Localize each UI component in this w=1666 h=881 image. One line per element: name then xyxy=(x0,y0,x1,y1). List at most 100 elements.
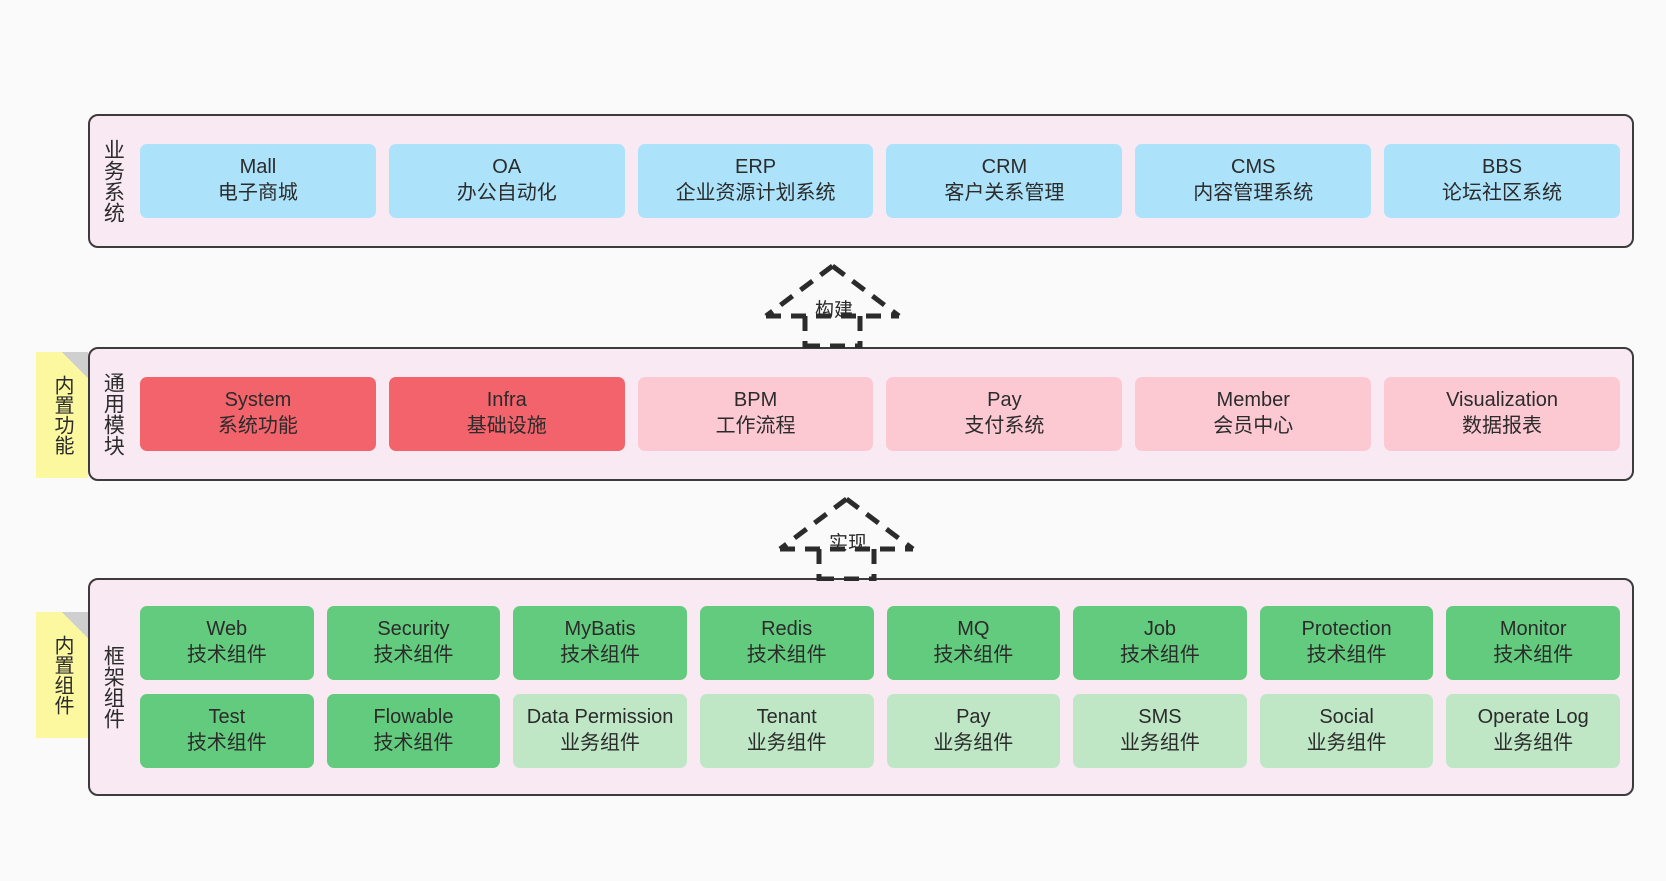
card-flowable[interactable]: Flowable 技术组件 xyxy=(326,694,501,768)
card-oa[interactable]: OA 办公自动化 xyxy=(388,144,625,218)
card-subtitle: 技术组件 xyxy=(373,732,454,754)
card-subtitle: 技术组件 xyxy=(373,644,454,666)
card-subtitle: 业务组件 xyxy=(1493,732,1574,754)
connector-build-stem xyxy=(802,316,863,348)
card-title: Flowable xyxy=(373,706,454,729)
card-title: Mall xyxy=(239,156,277,179)
card-mybatis[interactable]: MyBatis 技术组件 xyxy=(513,606,687,680)
card-title: CRM xyxy=(981,156,1028,179)
card-subtitle: 办公自动化 xyxy=(456,182,557,204)
card-redis[interactable]: Redis 技术组件 xyxy=(699,606,874,680)
card-title: ERP xyxy=(735,156,777,179)
card-bpm[interactable]: BPM 工作流程 xyxy=(637,377,874,451)
card-tenant[interactable]: Tenant 业务组件 xyxy=(699,694,874,768)
layer-framework-components: 框架组件 Web 技术组件 Security 技术组件 MyBatis 技术组件… xyxy=(88,578,1634,796)
layer-title-framework-components: 框架组件 xyxy=(101,645,125,729)
card-grid: Web 技术组件 Security 技术组件 MyBatis 技术组件 Redi… xyxy=(140,606,1620,768)
card-subtitle: 内容管理系统 xyxy=(1193,182,1314,204)
layer-body-business-systems: Mall 电子商城 OA 办公自动化 ERP 企业资源计划系统 CRM 客户关系… xyxy=(134,116,1632,246)
layer-title-business-systems: 业务系统 xyxy=(101,139,125,223)
card-subtitle: 技术组件 xyxy=(1306,644,1387,666)
card-subtitle: 业务组件 xyxy=(746,732,827,754)
card-subtitle: 支付系统 xyxy=(964,415,1045,437)
card-title: Web xyxy=(206,618,248,641)
card-title: Social xyxy=(1319,706,1374,729)
card-crm[interactable]: CRM 客户关系管理 xyxy=(886,144,1123,218)
card-title: Member xyxy=(1216,389,1290,412)
card-protection[interactable]: Protection 技术组件 xyxy=(1259,606,1434,680)
card-row: System 系统功能 Infra 基础设施 BPM 工作流程 Pay 支付系统… xyxy=(140,377,1620,451)
card-title: BPM xyxy=(733,389,778,412)
card-title: MQ xyxy=(957,618,990,641)
card-subtitle: 基础设施 xyxy=(466,415,547,437)
note-builtin-features: 内置功能 xyxy=(36,352,88,478)
card-title: Infra xyxy=(486,389,527,412)
card-mall[interactable]: Mall 电子商城 xyxy=(140,144,376,218)
layer-common-modules: 通用模块 System 系统功能 Infra 基础设施 BPM 工作流程 Pay… xyxy=(88,347,1634,481)
card-row-business: Test 技术组件 Flowable 技术组件 Data Permission … xyxy=(140,694,1620,768)
layer-body-common-modules: System 系统功能 Infra 基础设施 BPM 工作流程 Pay 支付系统… xyxy=(134,349,1632,479)
note-builtin-components: 内置组件 xyxy=(36,612,88,738)
card-subtitle: 技术组件 xyxy=(1119,644,1200,666)
card-subtitle: 技术组件 xyxy=(560,644,641,666)
card-subtitle: 会员中心 xyxy=(1213,415,1294,437)
layer-title-common-modules: 通用模块 xyxy=(101,372,125,456)
card-title: Redis xyxy=(761,618,813,641)
card-cms[interactable]: CMS 内容管理系统 xyxy=(1135,144,1372,218)
note-label: 内置组件 xyxy=(51,635,73,715)
card-title: Pay xyxy=(956,706,991,729)
card-subtitle: 业务组件 xyxy=(1306,732,1387,754)
card-title: BBS xyxy=(1482,156,1523,179)
card-title: Operate Log xyxy=(1477,706,1589,729)
card-visualization[interactable]: Visualization 数据报表 xyxy=(1384,377,1620,451)
card-pay[interactable]: Pay 支付系统 xyxy=(886,377,1123,451)
card-member[interactable]: Member 会员中心 xyxy=(1135,377,1372,451)
card-title: MyBatis xyxy=(564,618,636,641)
card-subtitle: 技术组件 xyxy=(746,644,827,666)
card-mq[interactable]: MQ 技术组件 xyxy=(886,606,1061,680)
card-bbs[interactable]: BBS 论坛社区系统 xyxy=(1384,144,1620,218)
card-job[interactable]: Job 技术组件 xyxy=(1073,606,1247,680)
card-sms[interactable]: SMS 业务组件 xyxy=(1073,694,1247,768)
card-subtitle: 技术组件 xyxy=(186,644,267,666)
card-title: Data Permission xyxy=(526,706,674,729)
layer-body-framework-components: Web 技术组件 Security 技术组件 MyBatis 技术组件 Redi… xyxy=(134,580,1632,794)
card-erp[interactable]: ERP 企业资源计划系统 xyxy=(637,144,874,218)
card-subtitle: 业务组件 xyxy=(1119,732,1200,754)
card-security[interactable]: Security 技术组件 xyxy=(326,606,501,680)
card-monitor[interactable]: Monitor 技术组件 xyxy=(1446,606,1620,680)
card-subtitle: 企业资源计划系统 xyxy=(675,182,836,204)
card-title: Protection xyxy=(1301,618,1392,641)
card-operate-log[interactable]: Operate Log 业务组件 xyxy=(1446,694,1620,768)
card-title: Job xyxy=(1143,618,1177,641)
layer-business-systems: 业务系统 Mall 电子商城 OA 办公自动化 ERP 企业资源计划系统 CRM… xyxy=(88,114,1634,248)
card-subtitle: 系统功能 xyxy=(217,415,298,437)
card-title: Visualization xyxy=(1446,389,1559,412)
card-subtitle: 技术组件 xyxy=(186,732,267,754)
card-subtitle: 业务组件 xyxy=(560,732,641,754)
card-subtitle: 电子商城 xyxy=(217,182,298,204)
card-social[interactable]: Social 业务组件 xyxy=(1259,694,1434,768)
card-title: SMS xyxy=(1138,706,1182,729)
card-subtitle: 业务组件 xyxy=(933,732,1014,754)
card-system[interactable]: System 系统功能 xyxy=(140,377,376,451)
card-subtitle: 工作流程 xyxy=(715,415,796,437)
card-row: Mall 电子商城 OA 办公自动化 ERP 企业资源计划系统 CRM 客户关系… xyxy=(140,144,1620,218)
card-title: Test xyxy=(208,706,246,729)
card-web[interactable]: Web 技术组件 xyxy=(140,606,314,680)
card-title: Pay xyxy=(987,389,1022,412)
note-label: 内置功能 xyxy=(51,375,73,455)
card-subtitle: 客户关系管理 xyxy=(944,182,1065,204)
card-title: Monitor xyxy=(1499,618,1567,641)
card-infra[interactable]: Infra 基础设施 xyxy=(388,377,625,451)
card-data-permission[interactable]: Data Permission 业务组件 xyxy=(513,694,687,768)
card-pay-business[interactable]: Pay 业务组件 xyxy=(886,694,1061,768)
card-subtitle: 技术组件 xyxy=(1493,644,1574,666)
card-title: CMS xyxy=(1231,156,1276,179)
card-test[interactable]: Test 技术组件 xyxy=(140,694,314,768)
card-subtitle: 技术组件 xyxy=(933,644,1014,666)
card-subtitle: 数据报表 xyxy=(1462,415,1543,437)
card-title: OA xyxy=(492,156,522,179)
card-subtitle: 论坛社区系统 xyxy=(1442,182,1563,204)
card-title: Tenant xyxy=(756,706,817,729)
